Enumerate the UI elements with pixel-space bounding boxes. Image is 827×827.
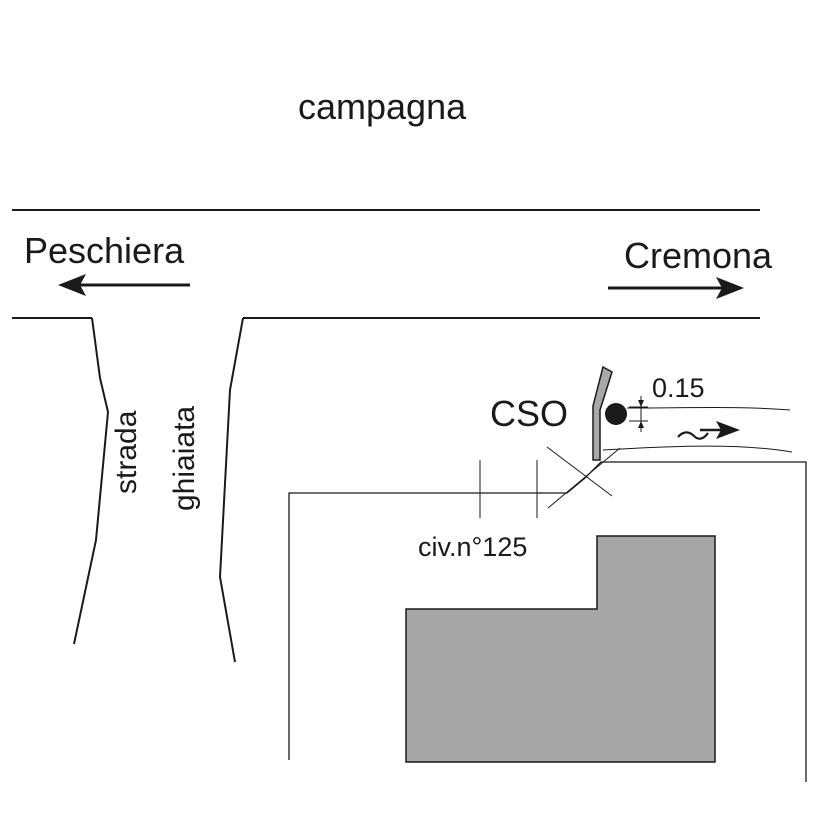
flow-arrow-icon [700,421,740,439]
outfall-pipe-icon [605,403,627,425]
peschiera-label: Peschiera [24,230,185,271]
channel-north-bank [626,407,791,411]
house-number-label: civ.n°125 [418,532,527,562]
cso-label: CSO [490,393,568,434]
boundary-cross-a [546,446,613,497]
countryside-label: campagna [298,86,467,127]
arrow-right-icon [608,277,744,299]
cremona-label: Cremona [624,235,773,276]
channel-south-bank [602,445,793,453]
building [405,535,716,763]
side-road-label-line2: ghiaiata [168,406,201,511]
side-road-east-edge [218,317,244,663]
dimension-label: 0.15 [652,373,705,403]
dimension-marker [629,396,648,432]
flow-wave-icon [677,431,709,440]
side-road-label-line1: strada [110,410,143,494]
arrow-left-icon [58,274,190,296]
boundary-cross-b [547,447,621,509]
property-boundary [288,461,807,782]
side-road-west-edge [73,317,110,645]
cso-structure [592,365,613,461]
